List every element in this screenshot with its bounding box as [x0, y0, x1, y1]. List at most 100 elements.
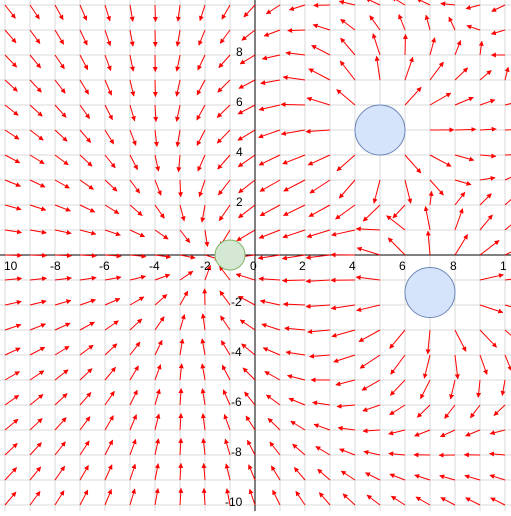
field-arrow — [105, 5, 110, 21]
field-arrow — [270, 442, 280, 455]
field-arrow — [217, 105, 230, 117]
field-arrow — [224, 414, 230, 430]
field-arrow — [362, 380, 380, 390]
field-arrow — [105, 344, 117, 355]
field-arrow — [430, 62, 443, 80]
field-arrow — [155, 294, 167, 305]
field-arrow — [455, 68, 468, 80]
field-arrow — [197, 130, 205, 145]
field-arrow — [80, 369, 92, 380]
field-arrow — [105, 489, 111, 505]
field-arrow — [80, 441, 89, 455]
field-arrow — [177, 105, 180, 121]
field-arrow — [105, 367, 116, 380]
field-arrow — [223, 390, 230, 405]
field-arrow — [30, 371, 44, 380]
field-arrow — [5, 348, 20, 355]
field-arrow — [105, 230, 120, 235]
field-arrow — [366, 0, 380, 5]
field-arrow — [218, 180, 230, 195]
field-arrow — [176, 80, 180, 96]
field-arrows — [5, 0, 511, 505]
field-arrow — [218, 80, 230, 92]
field-arrow — [291, 421, 305, 430]
source-charge — [355, 105, 405, 155]
field-arrow — [491, 30, 505, 34]
field-arrow — [505, 174, 511, 180]
field-arrow — [259, 230, 280, 238]
field-arrow — [332, 230, 355, 235]
field-arrow — [470, 405, 480, 418]
field-arrow — [55, 5, 63, 20]
field-arrow — [505, 305, 511, 311]
field-arrow — [30, 418, 42, 430]
field-arrow — [332, 330, 355, 336]
field-arrow — [455, 129, 476, 130]
x-tick-label: 0 — [250, 259, 257, 273]
field-arrow — [261, 80, 280, 83]
field-arrow — [80, 465, 88, 480]
field-arrow — [264, 30, 280, 36]
field-arrow — [377, 56, 380, 80]
field-arrow — [220, 30, 230, 43]
field-arrow — [5, 55, 17, 67]
field-arrow — [289, 5, 305, 10]
field-arrow — [55, 300, 71, 305]
field-arrow — [455, 41, 461, 55]
field-arrow — [480, 305, 503, 312]
field-arrow — [310, 180, 330, 193]
field-arrow — [466, 430, 480, 436]
x-tick-label: -6 — [99, 259, 110, 273]
field-arrow — [30, 205, 46, 210]
field-arrow — [480, 215, 492, 230]
field-arrow — [309, 69, 330, 80]
field-arrow — [405, 180, 411, 203]
field-arrow — [105, 205, 119, 214]
x-tick-label: 4 — [349, 259, 356, 273]
field-arrow — [480, 194, 491, 205]
field-arrow — [105, 30, 110, 46]
field-arrow — [337, 90, 355, 105]
field-arrow — [55, 80, 65, 93]
field-arrow — [5, 443, 17, 455]
field-arrow — [80, 130, 91, 143]
field-arrow — [155, 275, 170, 280]
field-arrow — [359, 330, 380, 342]
field-arrow — [197, 80, 205, 95]
field-arrow — [30, 491, 40, 505]
y-tick-label: 4 — [236, 145, 243, 159]
field-arrow — [55, 323, 70, 330]
field-arrow — [341, 471, 355, 480]
field-arrow — [130, 205, 142, 216]
field-arrow — [312, 45, 330, 55]
field-arrow — [417, 0, 430, 5]
field-arrow — [130, 80, 134, 96]
field-arrow — [425, 206, 430, 230]
field-arrow — [225, 439, 230, 455]
field-arrow — [180, 291, 188, 305]
field-arrow — [130, 155, 138, 170]
field-arrow — [30, 80, 41, 92]
field-arrow — [180, 271, 193, 280]
field-arrow — [266, 5, 280, 14]
field-arrow — [5, 395, 19, 405]
field-arrow — [130, 439, 136, 455]
field-arrow — [293, 444, 305, 455]
field-arrow — [480, 355, 487, 374]
y-tick-label: -10 — [225, 495, 243, 509]
y-tick-label: 6 — [236, 95, 243, 109]
field-arrow — [455, 155, 474, 160]
field-arrow — [309, 205, 330, 217]
field-arrow — [449, 17, 455, 30]
field-arrow — [219, 55, 230, 68]
field-arrow — [480, 330, 497, 347]
field-arrow — [155, 205, 164, 218]
field-arrow — [505, 102, 511, 105]
field-arrow — [155, 365, 161, 380]
field-arrow — [80, 55, 88, 70]
y-tick-label: -8 — [231, 445, 242, 459]
field-arrow — [340, 449, 355, 455]
field-arrow — [265, 371, 280, 380]
field-arrow — [55, 30, 64, 44]
field-arrow — [5, 301, 21, 305]
